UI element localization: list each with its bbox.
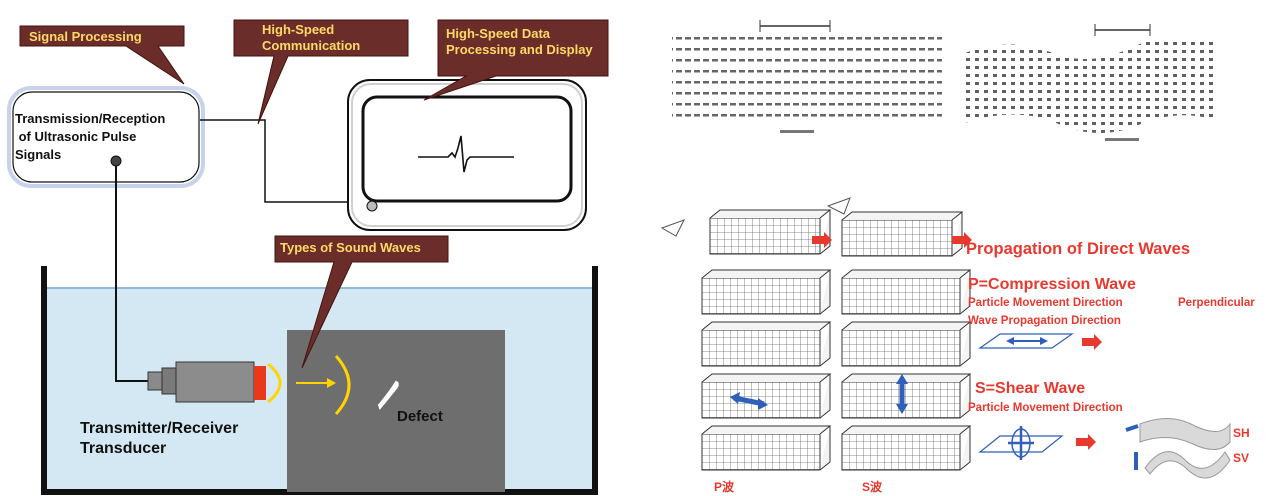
s-wave-blocks xyxy=(826,197,972,471)
callout-high-speed-comm xyxy=(233,19,409,125)
pulse-waveform xyxy=(418,135,514,173)
s-wave-line1: Particle Movement Direction xyxy=(968,402,1123,414)
particle-motion-arrows xyxy=(730,374,908,414)
monitor-screen xyxy=(361,95,573,203)
monitor-cable xyxy=(200,119,368,203)
s-wave-title: S=Shear Wave xyxy=(975,380,1086,397)
ultrasonic-diagram xyxy=(7,19,609,495)
p-wave-title: P=Compression Wave xyxy=(968,276,1136,293)
pulse-unit-box xyxy=(7,86,205,188)
monitor-knob xyxy=(366,200,378,212)
data-processing-label-1: High-Speed Data xyxy=(446,26,551,41)
callout-sound-waves xyxy=(274,235,449,369)
s-column-label: S波 xyxy=(862,480,883,494)
test-block xyxy=(287,330,505,492)
data-processing-label-2: Processing and Display xyxy=(446,42,593,57)
callout-data-processing xyxy=(423,19,609,101)
pulse-unit-label: Transmission/Reception of Ultrasonic Pul… xyxy=(15,111,166,162)
p-wave-line1-left: Particle Movement Direction xyxy=(968,297,1123,309)
signal-processing-label: Signal Processing xyxy=(29,29,142,44)
defect-crack xyxy=(377,380,399,411)
wave-propagation-figure xyxy=(660,20,1231,479)
sv-ribbon xyxy=(1134,451,1231,479)
red-arrows xyxy=(812,232,1102,450)
reflected-wave xyxy=(334,354,351,416)
high-speed-label-1: High-Speed xyxy=(262,22,335,37)
direct-waves-title: Propagation of Direct Waves xyxy=(966,240,1191,258)
p-wave-line1-right: Perpendicular xyxy=(1178,297,1255,309)
p-wave-plane xyxy=(978,333,1074,349)
sound-waves-label: Types of Sound Waves xyxy=(280,240,421,255)
p-column-label: P波 xyxy=(714,480,735,494)
sh-label: SH xyxy=(1233,426,1250,440)
callout-signal-processing xyxy=(19,25,185,85)
emitted-wave xyxy=(267,362,282,404)
high-speed-label-2: Communication xyxy=(262,38,361,53)
p-wave-blocks xyxy=(660,209,832,471)
transducer-cable xyxy=(115,166,148,382)
transducer-label: Transmitter/Receiver Transducer xyxy=(80,420,239,457)
transducer-crystal xyxy=(254,366,266,400)
transducer-body xyxy=(175,361,255,403)
defect-label: Defect xyxy=(397,408,443,425)
shear-lattice xyxy=(962,24,1216,141)
sv-label: SV xyxy=(1233,451,1250,465)
s-wave-plane xyxy=(978,426,1064,460)
compression-lattice xyxy=(672,20,942,133)
p-wave-line2: Wave Propagation Direction xyxy=(968,315,1121,327)
transducer-connector xyxy=(147,371,163,391)
sh-ribbon xyxy=(1125,418,1231,450)
